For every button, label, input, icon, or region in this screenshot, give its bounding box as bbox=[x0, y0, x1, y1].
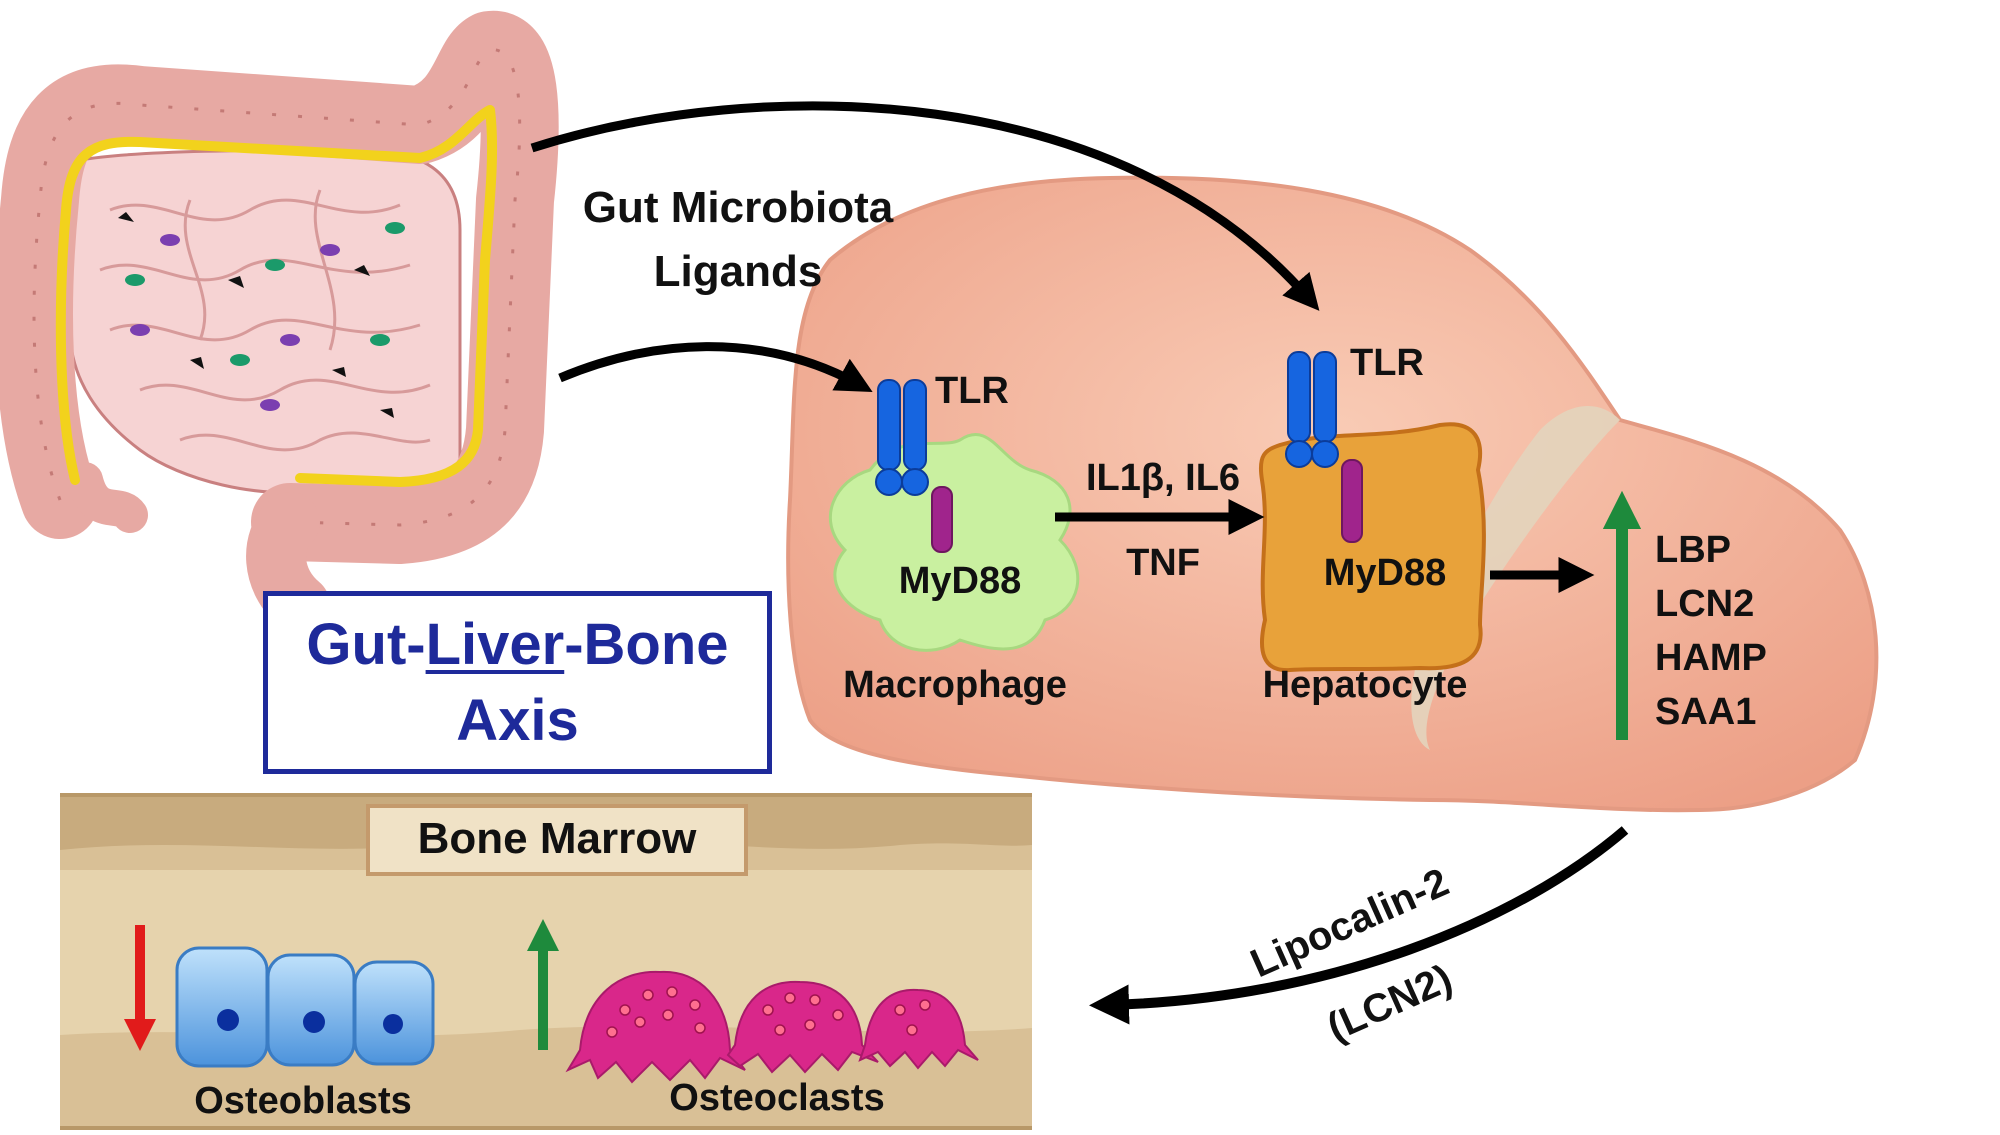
title-liver: Liver bbox=[425, 611, 565, 677]
lcn2-to-bone-arrow bbox=[1089, 826, 1629, 1025]
osteoblasts-label: Osteoblasts bbox=[194, 1080, 412, 1122]
myd88-macrophage-label: MyD88 bbox=[899, 560, 1022, 602]
tlr-receptor-icon bbox=[875, 379, 929, 496]
gene-label: LCN2 bbox=[1655, 583, 1754, 625]
axis-title-line1: Gut-Liver-Bone bbox=[306, 607, 728, 683]
cytokines-label-line1: IL1β, IL6 bbox=[1086, 457, 1240, 499]
tlr-hepatocyte-label: TLR bbox=[1350, 342, 1424, 384]
axis-title-line2: Axis bbox=[456, 687, 579, 753]
myd88-icon bbox=[931, 486, 953, 553]
myd88-icon bbox=[1341, 459, 1363, 543]
osteoblast-icon bbox=[175, 946, 435, 1068]
intestine-icon bbox=[0, 10, 559, 635]
bone-marrow-label: Bone Marrow bbox=[418, 814, 697, 863]
cytokines-label-line2: TNF bbox=[1126, 542, 1200, 584]
tlr-macrophage-label: TLR bbox=[935, 370, 1009, 412]
gut-to-hepatocyte-arrow bbox=[530, 101, 1320, 311]
axis-title-box: Gut-Liver-Bone Axis bbox=[263, 591, 772, 774]
macrophage-label: Macrophage bbox=[843, 664, 1067, 706]
osteoclast-icon bbox=[565, 970, 979, 1084]
title-gut: Gut- bbox=[306, 611, 426, 677]
hepatocyte-label: Hepatocyte bbox=[1263, 664, 1468, 706]
myd88-hepatocyte-label: MyD88 bbox=[1324, 552, 1447, 594]
tlr-receptor-icon bbox=[1285, 351, 1339, 468]
gut-to-macrophage-arrow bbox=[558, 342, 873, 392]
hepatocyte-icon bbox=[1259, 422, 1486, 673]
gene-label: HAMP bbox=[1655, 637, 1767, 679]
osteoclasts-label: Osteoclasts bbox=[669, 1077, 884, 1119]
gene-label: LBP bbox=[1655, 529, 1731, 571]
gut-ligands-label-line2: Ligands bbox=[654, 247, 823, 296]
gut-ligands-label-line1: Gut Microbiota bbox=[583, 183, 894, 232]
acute-phase-gene-list: LBP LCN2 HAMP SAA1 bbox=[1655, 529, 1767, 733]
gene-label: SAA1 bbox=[1655, 691, 1756, 733]
title-bone: -Bone bbox=[564, 611, 729, 677]
